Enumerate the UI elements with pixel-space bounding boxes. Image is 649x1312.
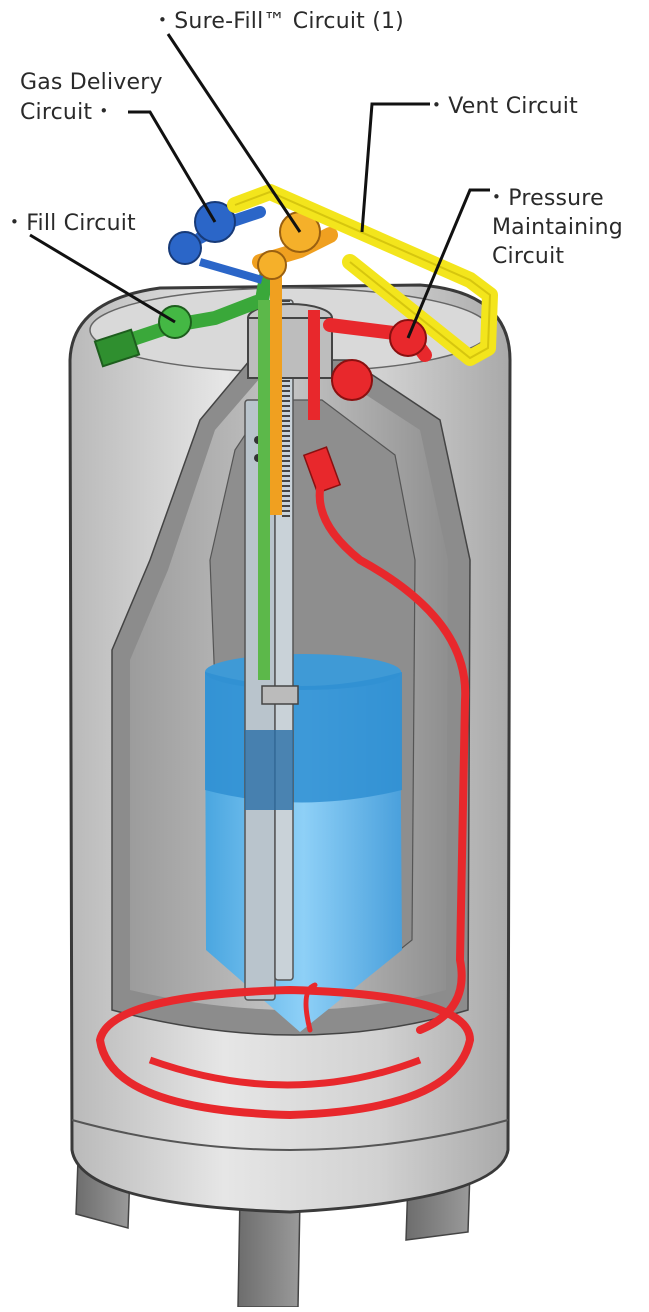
bullet-icon: • <box>432 96 441 114</box>
vent-circuit-text: Vent Circuit <box>448 94 578 119</box>
bullet-icon: • <box>492 188 501 206</box>
pressure-text-line1: Pressure <box>508 186 604 211</box>
fill-circuit-text: Fill Circuit <box>26 211 136 236</box>
bullet-icon: • <box>158 11 167 29</box>
pressure-text-line3: Circuit <box>492 242 623 271</box>
sure-fill-text: Sure-Fill™ Circuit (1) <box>174 9 404 34</box>
gas-delivery-circuit-label: Gas Delivery Circuit • <box>20 68 163 127</box>
fill-circuit-label: • Fill Circuit <box>10 208 136 238</box>
gas-delivery-text-line2: Circuit <box>20 100 92 125</box>
pressure-maintaining-circuit-label: • Pressure Maintaining Circuit <box>492 183 623 271</box>
vent-circuit-label: • Vent Circuit <box>432 91 578 121</box>
sure-fill-circuit-label: • Sure-Fill™ Circuit (1) <box>158 6 404 36</box>
gas-delivery-circuit <box>169 202 262 280</box>
gas-delivery-text-line2-row: Circuit • <box>20 97 163 127</box>
gas-delivery-text-line1: Gas Delivery <box>20 68 163 97</box>
bullet-icon: • <box>99 102 108 120</box>
pressure-text-line2: Maintaining <box>492 213 623 242</box>
bullet-icon: • <box>10 213 19 231</box>
